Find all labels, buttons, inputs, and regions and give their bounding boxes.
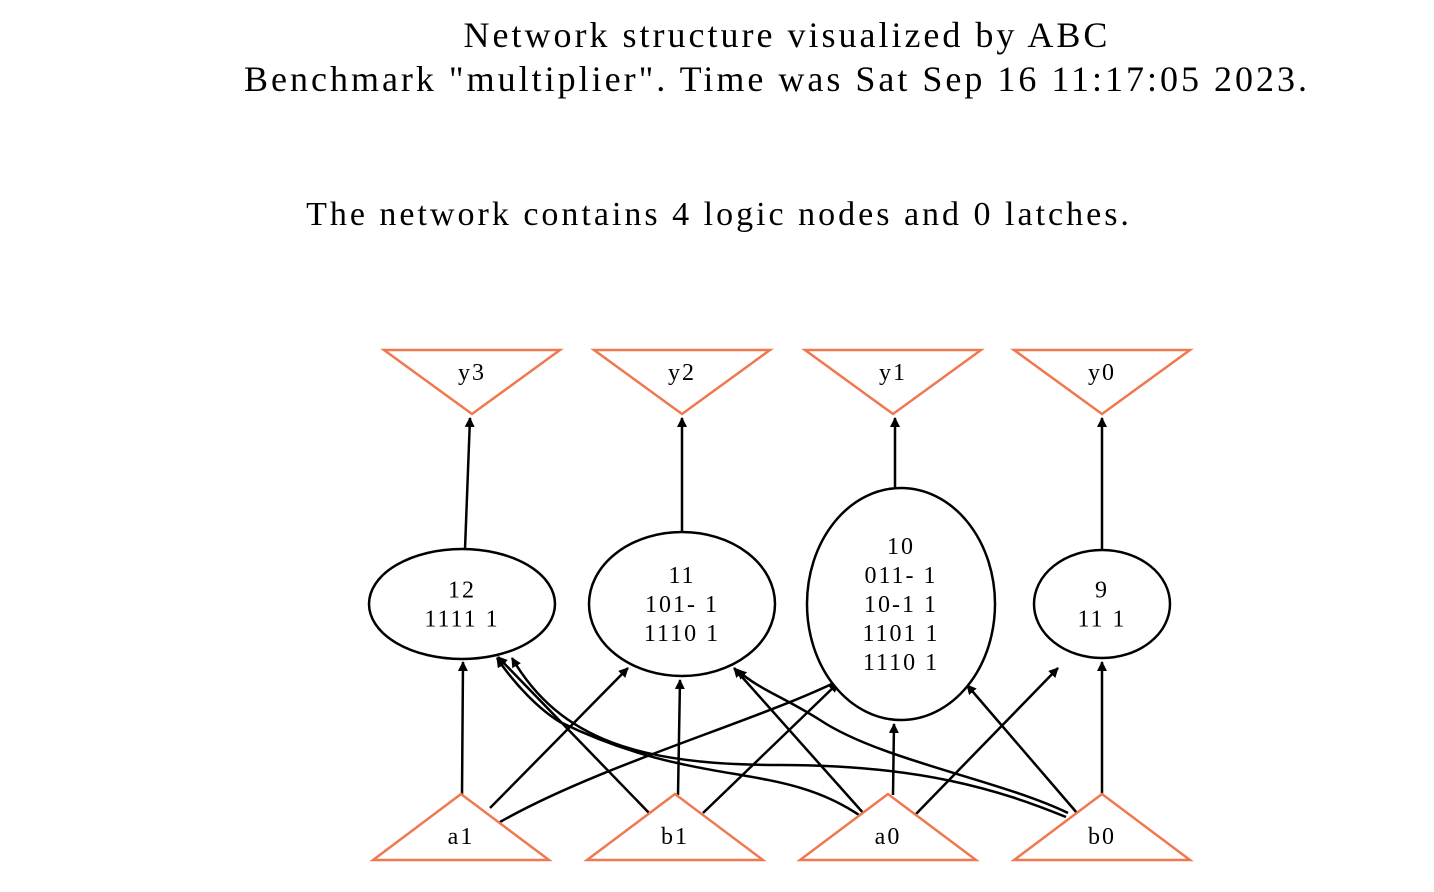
output-label: y1 [879, 360, 907, 386]
input-node-b0[interactable]: b0 [1010, 792, 1194, 862]
input-triangle [369, 792, 553, 862]
logic-node-cube: 11 1 [1077, 607, 1126, 633]
edges-layer [457, 417, 1107, 824]
logic-node-id: 9 [1095, 578, 1109, 604]
input-triangle [1010, 792, 1194, 862]
logic-node-12[interactable]: 12 1111 1 [367, 547, 557, 661]
output-triangle [801, 348, 985, 416]
logic-node-id: 12 [448, 578, 476, 604]
logic-node-ellipse [587, 530, 777, 678]
output-node-y2[interactable]: y2 [590, 348, 774, 416]
edge-b0-to-11 [736, 669, 1069, 815]
edge-a0-to-10 [888, 723, 899, 796]
input-label: b1 [661, 824, 689, 850]
output-node-y0[interactable]: y0 [1010, 348, 1194, 416]
output-label: y3 [458, 360, 486, 386]
edge-b0-to-12 [510, 657, 1067, 819]
input-label: a0 [875, 824, 902, 850]
logic-node-ellipse [1032, 548, 1172, 660]
edge-b1-to-10 [702, 682, 839, 814]
input-triangle [796, 792, 980, 862]
logic-node-id: 10 [887, 534, 915, 560]
logic-node-ellipse [367, 547, 557, 661]
output-node-y1[interactable]: y1 [801, 348, 985, 416]
logic-node-cube: 1110 1 [644, 621, 720, 647]
logic-node-cube: 10-1 1 [864, 592, 938, 618]
output-node-y3[interactable]: y3 [380, 348, 564, 416]
edge-b0-to-10 [966, 684, 1078, 814]
output-label: y0 [1088, 360, 1116, 386]
logic-node-9[interactable]: 9 11 1 [1032, 548, 1172, 660]
input-label: a1 [448, 824, 475, 850]
edge-a1-to-12 [457, 661, 468, 796]
diagram-title: Network structure visualized by ABC [463, 15, 1111, 55]
output-triangle [590, 348, 774, 416]
input-node-a1[interactable]: a1 [369, 792, 553, 862]
logic-node-cube: 1101 1 [862, 621, 939, 647]
logic-node-cube: 101- 1 [645, 592, 719, 618]
logic-node-id: 11 [668, 563, 695, 589]
edge-b1-to-12 [497, 656, 652, 816]
edge-b1-to-11 [674, 679, 685, 796]
logic-node-11[interactable]: 11 101- 1 1110 1 [587, 530, 777, 678]
input-label: b0 [1088, 824, 1116, 850]
logic-node-cube: 1110 1 [863, 650, 939, 676]
input-node-b1[interactable]: b1 [583, 792, 767, 862]
input-node-a0[interactable]: a0 [796, 792, 980, 862]
edge-a1-to-10 [499, 678, 841, 824]
logic-node-cube: 1111 1 [424, 607, 499, 633]
output-triangle [1010, 348, 1194, 416]
edge-a0-to-11 [733, 667, 866, 816]
edge-a0-to-12 [495, 657, 863, 819]
logic-node-cube: 011- 1 [864, 563, 937, 589]
edge-12-to-y3 [463, 417, 475, 550]
output-triangle [380, 348, 564, 416]
diagram-subtitle: Benchmark "multiplier". Time was Sat Sep… [243, 59, 1311, 99]
logic-node-ellipse [805, 486, 997, 722]
output-label: y2 [668, 360, 696, 386]
edge-a1-to-11 [489, 667, 629, 809]
edge-a0-to-9 [914, 667, 1059, 816]
input-triangle [583, 792, 767, 862]
network-summary: The network contains 4 logic nodes and 0… [306, 196, 1132, 233]
logic-node-10[interactable]: 10 011- 1 10-1 1 1101 1 1110 1 [805, 486, 997, 722]
